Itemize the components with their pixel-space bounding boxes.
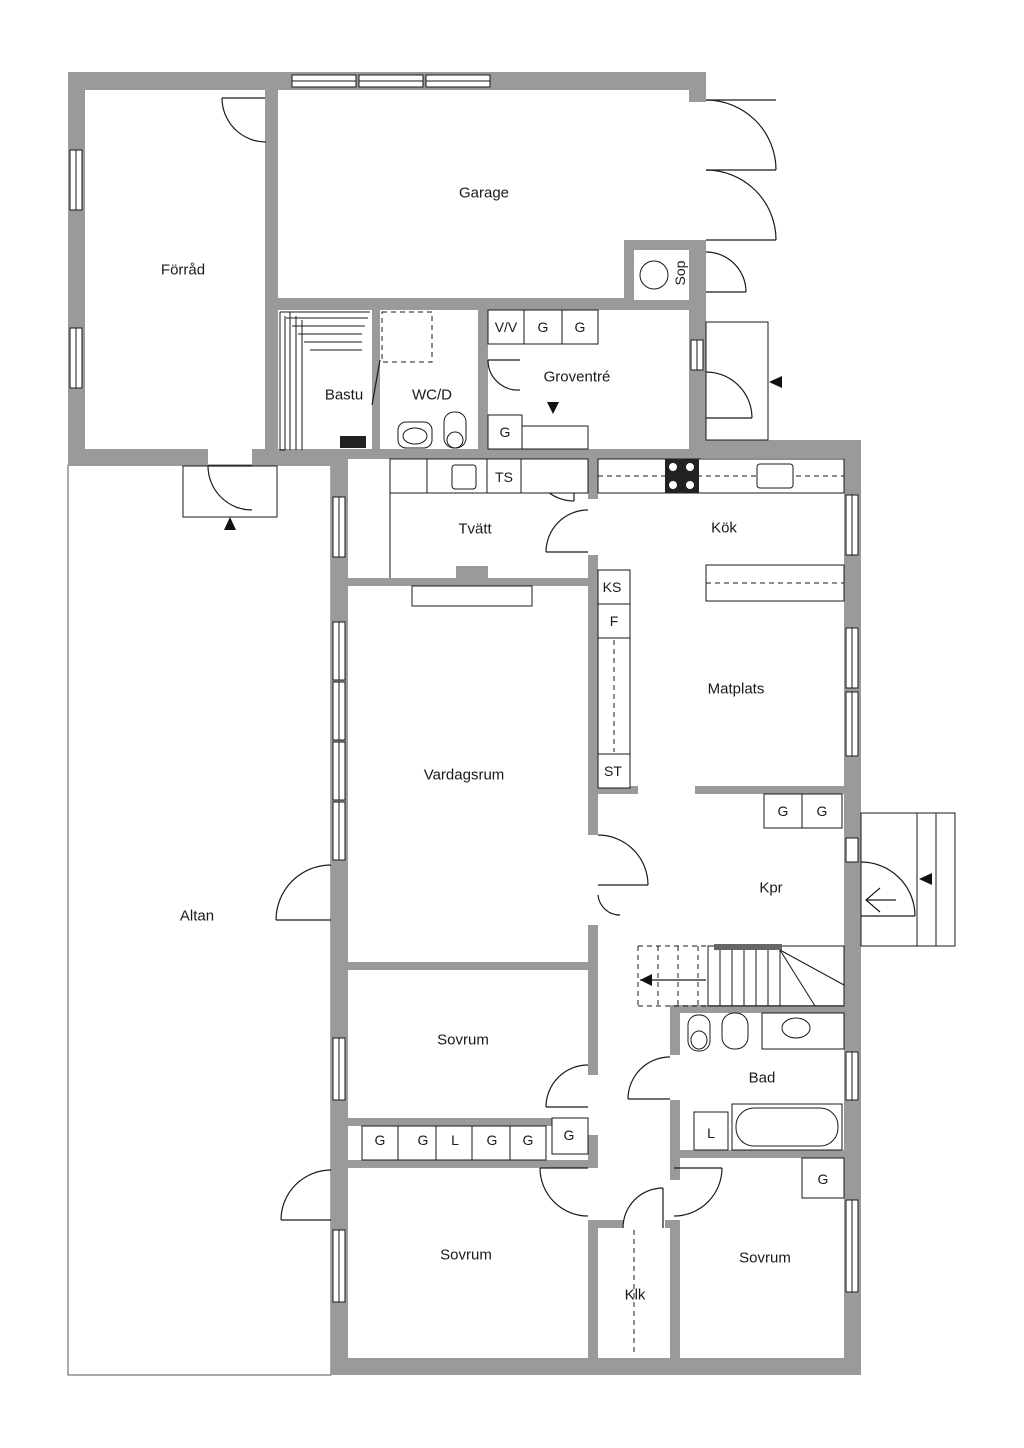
interior-walls	[348, 459, 845, 1360]
room-label-kok: Kök	[711, 520, 737, 537]
fixture-label-g: G	[564, 1127, 575, 1143]
room-label-sovrum-2: Sovrum	[440, 1247, 492, 1264]
room-label-tvatt: Tvätt	[458, 521, 492, 538]
fixture-label-st: ST	[604, 763, 622, 779]
fixture-label-g: G	[817, 803, 828, 819]
fixture-label-l: L	[707, 1125, 715, 1141]
room-label-sovrum-3: Sovrum	[739, 1250, 791, 1267]
fixture-label-g: G	[375, 1132, 386, 1148]
fixture-label-ts: TS	[495, 469, 513, 485]
room-label-garage: Garage	[459, 185, 509, 202]
room-label-kpr: Kpr	[759, 880, 782, 897]
room-label-klk: Klk	[625, 1287, 646, 1304]
entry-arrows	[224, 376, 932, 986]
fixture-label-g: G	[500, 424, 511, 440]
fixture-label-f: F	[610, 613, 619, 629]
fixture-label-g: G	[487, 1132, 498, 1148]
room-label-wcd: WC/D	[412, 387, 452, 404]
fixture-label-g: G	[818, 1171, 829, 1187]
fixture-label-ks: KS	[603, 579, 622, 595]
room-label-forrad: Förråd	[161, 262, 205, 279]
room-label-matplats: Matplats	[708, 681, 765, 698]
fixture-label-g: G	[538, 319, 549, 335]
fixture-label-vv: V/V	[495, 319, 518, 335]
room-label-bastu: Bastu	[325, 387, 363, 404]
fixture-label-g: G	[778, 803, 789, 819]
room-label-vardagsrum: Vardagsrum	[424, 767, 505, 784]
fixture-label-l: L	[451, 1132, 459, 1148]
room-label-altan: Altan	[180, 908, 214, 925]
windows	[69, 74, 859, 1303]
fixture-label-g: G	[523, 1132, 534, 1148]
fixtures	[279, 260, 845, 1356]
room-label-sovrum-1: Sovrum	[437, 1032, 489, 1049]
doors	[207, 97, 916, 1229]
room-label-sop: Sop	[672, 260, 688, 285]
room-label-bad: Bad	[749, 1070, 776, 1087]
fixture-label-g: G	[575, 319, 586, 335]
room-label-groventre: Groventré	[544, 369, 611, 386]
fixture-label-g: G	[418, 1132, 429, 1148]
